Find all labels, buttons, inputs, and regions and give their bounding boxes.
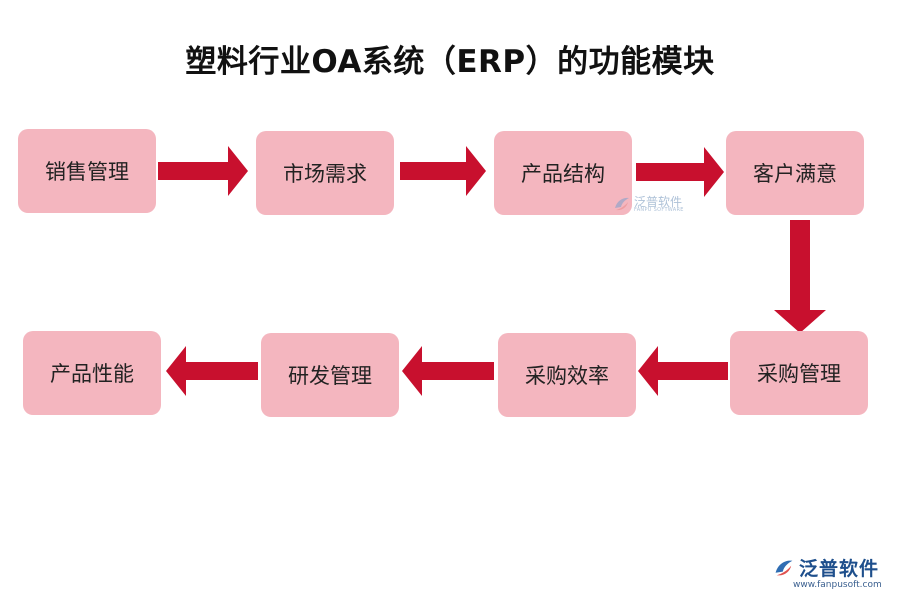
watermark-en: FANPU SOFTWARE (634, 206, 684, 213)
fanpu-logo-icon (775, 560, 793, 575)
brand-url: www.fanpusoft.com (793, 580, 882, 590)
arrow-efficiency-to-rnd (402, 346, 494, 396)
node-product-performance: 产品性能 (23, 331, 161, 415)
node-sales-management: 销售管理 (18, 129, 156, 213)
brand-name: 泛普软件 (799, 558, 880, 580)
node-market-demand: 市场需求 (256, 131, 394, 215)
node-procurement-management: 采购管理 (730, 331, 868, 415)
node-procurement-efficiency: 采购效率 (498, 333, 636, 417)
node-rnd-management: 研发管理 (261, 333, 399, 417)
arrow-sales-to-market (158, 146, 248, 196)
brand-logo: 泛普软件 (772, 554, 879, 581)
arrow-rnd-to-performance (166, 346, 258, 396)
node-customer-satisfaction: 客户满意 (726, 131, 864, 215)
node-product-structure: 产品结构 (494, 131, 632, 215)
diagram-title: 塑料行业OA系统（ERP）的功能模块 (185, 44, 715, 80)
arrow-market-to-structure (400, 146, 486, 196)
watermark-cn: 泛普软件 (634, 194, 683, 209)
arrow-satisfaction-to-procurement (774, 220, 826, 333)
arrow-procurement-to-efficiency (638, 346, 728, 396)
watermark: 泛普软件 FANPU SOFTWARE (612, 194, 684, 214)
arrow-structure-to-satisfaction (636, 147, 724, 197)
fanpu-logo-icon (615, 197, 629, 211)
